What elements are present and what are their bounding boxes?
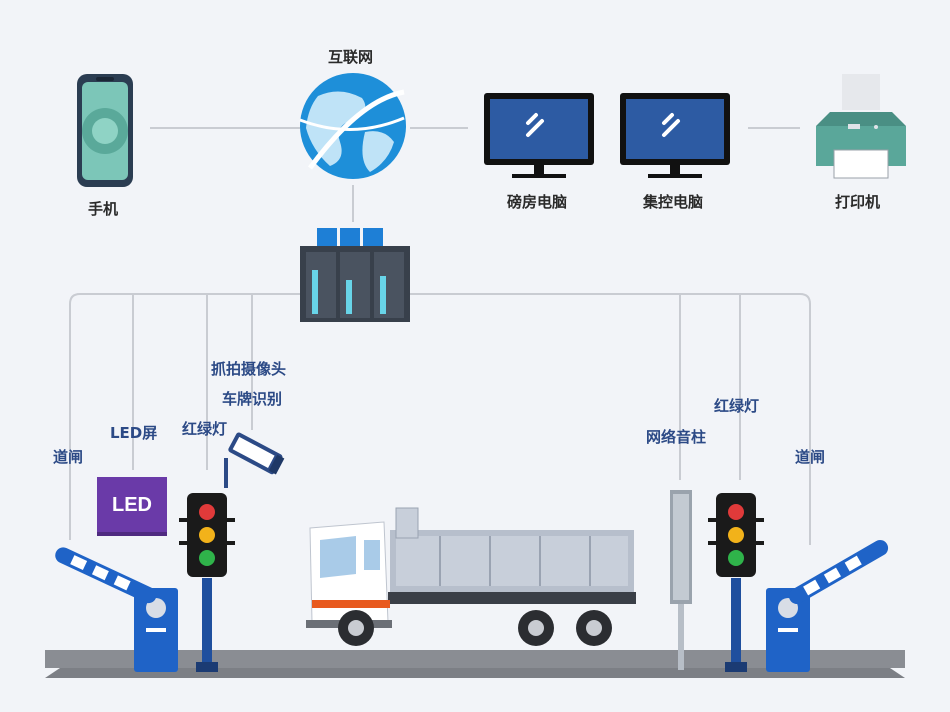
- barrier-left-label: 道闸: [53, 448, 84, 466]
- dump-truck: [306, 507, 636, 646]
- weighroom-pc-label: 磅房电脑: [507, 193, 568, 211]
- led-text: LED: [112, 494, 152, 516]
- led-screen-label: LED屏: [110, 424, 158, 442]
- traffic-light-right-label: 红绿灯: [714, 397, 760, 415]
- control-pc-label: 集控电脑: [643, 193, 704, 211]
- led-screen-icon: LED: [97, 477, 167, 536]
- barrier-gate-left: [55, 547, 178, 672]
- internet-label: 互联网: [328, 48, 374, 66]
- capture-camera-label: 抓拍摄像头: [211, 360, 287, 378]
- camera-icon: [224, 432, 285, 488]
- monitor-icon-control: [620, 93, 730, 178]
- connection-lines: [69, 127, 811, 545]
- traffic-light-left-label: 红绿灯: [182, 420, 228, 438]
- printer-icon: [816, 74, 906, 179]
- printer-label: 打印机: [835, 193, 881, 211]
- plate-recognition-label: 车牌识别: [222, 390, 283, 408]
- phone-icon: [77, 74, 133, 187]
- road: [45, 650, 905, 678]
- barrier-gate-right: [766, 540, 889, 672]
- server-icon: [300, 228, 410, 322]
- monitor-icon-weighroom: [484, 93, 594, 178]
- phone-label: 手机: [88, 200, 119, 218]
- network-speaker-icon: [670, 490, 692, 670]
- traffic-light-right: [708, 493, 764, 672]
- globe-icon: [299, 73, 406, 179]
- traffic-light-left: [179, 493, 235, 672]
- network-speaker-label: 网络音柱: [646, 428, 707, 446]
- barrier-right-label: 道闸: [795, 448, 826, 466]
